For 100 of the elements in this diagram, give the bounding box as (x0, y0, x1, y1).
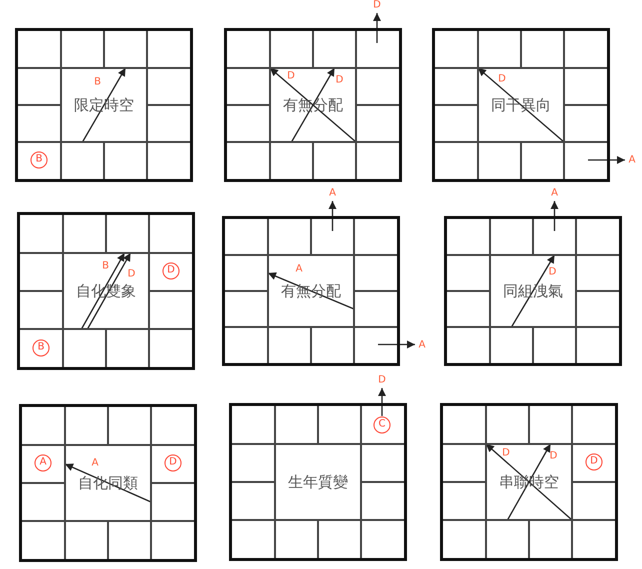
grid-cell (18, 67, 62, 106)
arrow (86, 252, 132, 330)
grid-cell (489, 326, 534, 363)
grid-cell (355, 141, 399, 179)
grid-cell (477, 141, 522, 179)
arrow (550, 201, 558, 231)
edge-label: A (329, 188, 336, 198)
circled-letter: C (374, 416, 390, 433)
grid-cell (18, 104, 62, 143)
grid-cell (443, 443, 487, 483)
edge-label: D (287, 70, 295, 82)
grid-cell (62, 328, 107, 367)
edge-label: D (378, 374, 386, 386)
chart-grid (19, 404, 197, 562)
arrow (328, 201, 336, 231)
grid-cell (353, 326, 397, 363)
circled-letter: B (30, 152, 48, 168)
chart-grid (224, 28, 402, 182)
grid-cell (447, 290, 491, 328)
arrow (506, 444, 552, 520)
grid-cell (269, 141, 314, 179)
edge-label: A (628, 154, 636, 166)
arrow (588, 156, 625, 164)
grid-cell (312, 31, 357, 69)
chart-title: 生年質變 (288, 473, 348, 491)
grid-cell (571, 443, 615, 483)
edge-label: B (94, 76, 101, 88)
grid-cell (225, 254, 269, 292)
grid-cell (435, 67, 479, 106)
arrow (268, 272, 354, 310)
arrow (270, 68, 356, 142)
grid-cell (563, 141, 607, 179)
grid-cell (22, 444, 66, 484)
grid-cell (317, 406, 362, 445)
grid-cell (267, 219, 312, 256)
grid-cell (353, 254, 397, 292)
circled-letter: D (164, 454, 182, 472)
grid-cell (435, 104, 479, 143)
grid-cell (20, 215, 64, 254)
grid-cell (146, 141, 190, 179)
arrow (80, 252, 126, 330)
grid-cell (485, 519, 530, 558)
grid-cell (443, 481, 487, 521)
chart-grid (440, 403, 618, 561)
grid-cell (225, 219, 269, 256)
grid-cell (575, 254, 619, 292)
grid-cell (60, 31, 105, 69)
grid-cell (60, 141, 105, 179)
edge-label: D (373, 0, 381, 10)
grid-cell (64, 520, 109, 559)
arrow (510, 254, 556, 328)
circled-letter: D (586, 454, 602, 470)
grid-cell (360, 519, 404, 558)
grid-cell (225, 290, 269, 328)
grid-cell (274, 519, 319, 558)
grid-cell (360, 443, 404, 483)
grid-cell (489, 219, 534, 256)
grid-cell (274, 406, 319, 445)
arrow (64, 463, 152, 503)
grid-cell (232, 481, 276, 521)
chart-grid (444, 216, 622, 366)
grid-cell (148, 252, 192, 292)
edge-label: A (418, 339, 426, 350)
edge-label: A (296, 264, 302, 274)
arrow (373, 13, 381, 43)
arrow (378, 388, 386, 416)
grid-cell (269, 31, 314, 69)
grid-cell (150, 520, 194, 559)
grid-cell (105, 215, 150, 254)
arrow (290, 68, 336, 142)
circled-letter: A (34, 454, 52, 472)
arrow (478, 68, 564, 142)
chart-grid (432, 28, 610, 182)
edge-label: D (502, 448, 510, 458)
grid-cell (227, 31, 271, 69)
grid-cell (267, 326, 312, 363)
chart-title: 同組洩氣 (503, 282, 563, 300)
grid-cell (571, 519, 615, 558)
arrow (378, 340, 415, 348)
chart-title: 同干異向 (491, 96, 551, 114)
grid-cell (310, 219, 355, 256)
grid-cell (447, 254, 491, 292)
grid-cell (232, 406, 276, 445)
chart-grid (15, 28, 193, 182)
grid-cell (62, 215, 107, 254)
grid-cell (485, 406, 530, 445)
edge-label: A (92, 458, 98, 468)
grid-cell (103, 31, 148, 69)
grid-cell (20, 252, 64, 292)
grid-cell (575, 326, 619, 363)
grid-cell (227, 104, 271, 143)
grid-cell (435, 31, 479, 69)
grid-cell (443, 406, 487, 445)
edge-label: D (128, 268, 136, 280)
grid-cell (18, 31, 62, 69)
grid-cell (447, 219, 491, 256)
grid-cell (227, 67, 271, 106)
circled-letter: D (162, 262, 180, 280)
edge-label: D (548, 266, 556, 278)
edge-label: A (551, 188, 558, 198)
